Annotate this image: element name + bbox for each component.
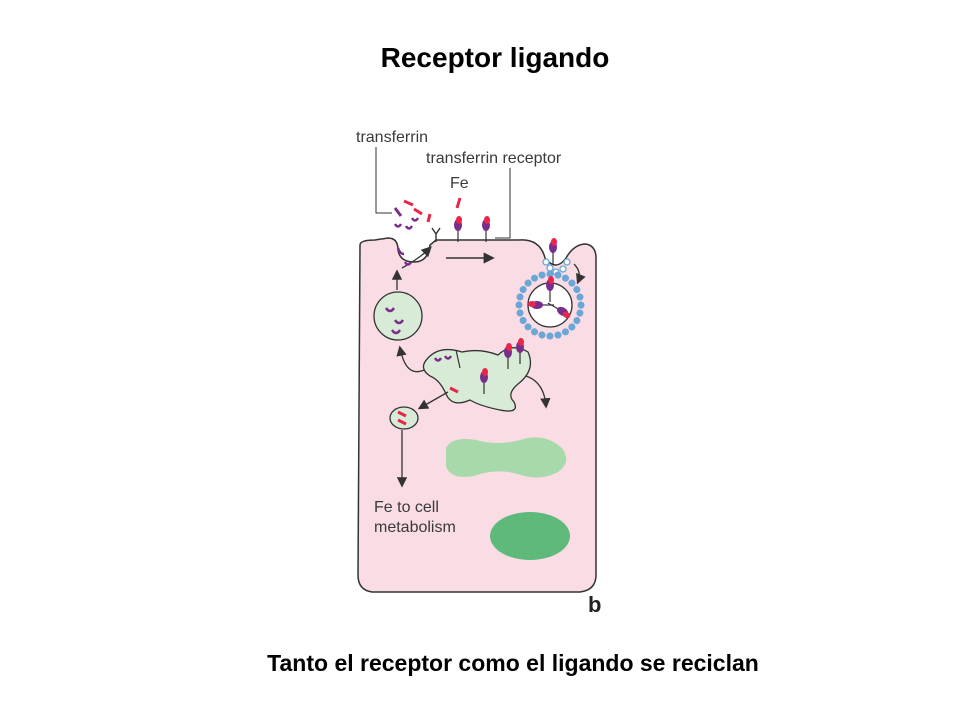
recycling-vesicle: [373, 291, 423, 341]
label-fe: Fe: [450, 175, 469, 192]
sorting-endosome: [422, 347, 532, 412]
label-fe-to-cell: Fe to cell: [374, 499, 439, 516]
surface-receptors: [431, 215, 491, 243]
transferrin-cluster: [393, 197, 462, 230]
label-metabolism: metabolism: [374, 519, 456, 536]
iron-release-vesicle: [389, 406, 419, 430]
panel-letter: b: [588, 592, 601, 617]
slide-title: Receptor ligando: [380, 42, 610, 73]
nucleus: [490, 512, 570, 560]
receptor-leader: [495, 168, 511, 239]
coated-vesicle: [515, 270, 585, 340]
transferrin-leader: [375, 147, 392, 214]
slide-caption: Tanto el receptor como el ligando se rec…: [267, 650, 759, 676]
label-transferrin-receptor: transferrin receptor: [426, 150, 562, 167]
golgi-apparatus: [446, 437, 567, 478]
endosome-receptors: [433, 337, 525, 395]
label-transferrin: transferrin: [356, 129, 428, 146]
